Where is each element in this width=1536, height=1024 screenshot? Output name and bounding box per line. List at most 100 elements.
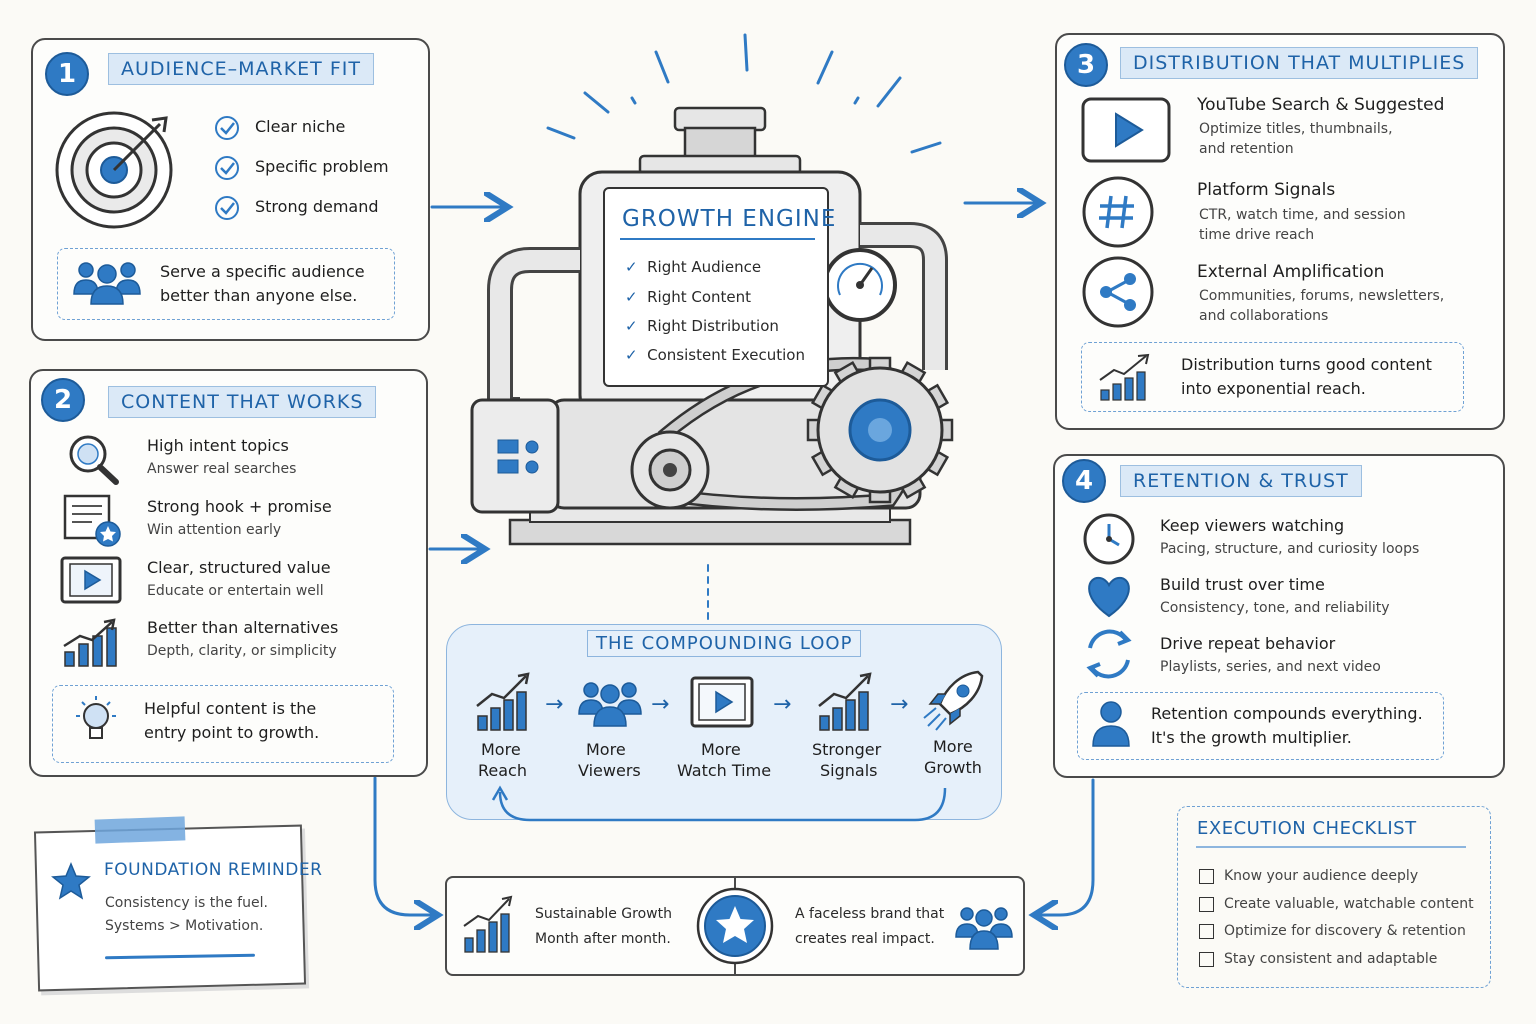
banner-left-line2: Month after month. [535,931,671,947]
retention-item-sub: Pacing, structure, and curiosity loops [1160,541,1420,557]
panel1-note-line2: better than anyone else. [160,286,358,305]
checkbox[interactable] [1199,869,1214,884]
panel4-title: RETENTION & TRUST [1120,465,1362,497]
content-item-sub: Depth, clarity, or simplicity [147,643,337,659]
growth-chart-icon [463,895,513,953]
panel-retention-trust [1053,454,1505,778]
step-number-1: 1 [45,52,89,96]
engine-title: GROWTH ENGINE [622,206,837,232]
step-number-3: 3 [1064,43,1108,87]
content-item-title: Clear, structured value [147,558,331,577]
retention-item-sub: Consistency, tone, and reliability [1160,600,1390,616]
loop-step-l1: Stronger [812,740,882,759]
panel1-title: AUDIENCE–MARKET FIT [108,53,374,85]
check-circle-icon [215,116,239,140]
step-number-2: 2 [41,378,85,422]
banner-right-line1: A faceless brand that [795,906,945,922]
panel2-title: CONTENT THAT WORKS [108,386,377,418]
retention-item-title: Build trust over time [1160,575,1325,594]
arrow-right-icon: → [773,692,792,717]
growth-chart-icon [476,672,530,731]
banner-left-line1: Sustainable Growth [535,906,672,922]
distribution-item-sub: and collaborations [1199,308,1329,324]
engine-check-3: ✓ Right Distribution [625,317,779,335]
refresh-icon [1086,629,1132,679]
engine-check-2: ✓ Right Content [625,288,752,306]
people-group-icon [578,682,642,727]
reminder-title: FOUNDATION REMINDER [104,860,323,880]
panel4-note [1077,692,1444,760]
play-screen-icon [690,676,754,728]
check-item: Specific problem [255,157,389,176]
tape-strip [94,816,186,844]
panel1-note [57,248,395,320]
loop-step-l1: More [933,737,973,756]
star-icon [51,862,91,900]
checklist-title-underline [1196,846,1466,848]
reminder-line2: Systems > Motivation. [105,918,264,934]
distribution-item-sub: CTR, watch time, and session [1199,207,1406,223]
checklist-item: Stay consistent and adaptable [1224,951,1438,967]
rocket-icon [923,670,984,731]
step-number-4: 4 [1062,459,1106,503]
engine-check-label: Right Distribution [647,317,779,335]
loop-step-l2: Viewers [578,761,641,780]
engine-check-label: Right Content [647,288,752,306]
lightbulb-icon [76,696,116,739]
engine-title-underline [620,238,815,240]
arrow-right-icon: → [890,692,909,717]
panel4-note-line1: Retention compounds everything. [1151,704,1423,723]
panel3-note-line2: into exponential reach. [1181,379,1366,398]
checkbox[interactable] [1199,897,1214,912]
star-badge-icon [696,887,774,965]
content-item-title: Better than alternatives [147,618,339,637]
engine-check-4: ✓ Consistent Execution [625,346,805,364]
panel3-note [1081,342,1464,412]
checkbox[interactable] [1199,952,1214,967]
loop-step-l2: Reach [478,761,527,780]
loop-step-l1: More [701,740,741,759]
distribution-item-title: Platform Signals [1197,180,1336,200]
checklist-item: Know your audience deeply [1224,868,1419,884]
distribution-item-title: YouTube Search & Suggested [1197,95,1445,115]
panel2-note [52,685,394,763]
people-group-icon [955,907,1013,950]
engine-check-label: Consistent Execution [647,346,805,364]
video-frame-icon [60,556,122,604]
check-item: Clear niche [255,117,346,136]
loop-return-arrow [491,785,947,822]
loop-step-l2: Watch Time [677,761,772,780]
panel3-title: DISTRIBUTION THAT MULTIPLIES [1120,47,1479,79]
engine-sign [603,187,829,387]
retention-item-title: Keep viewers watching [1160,516,1345,535]
engine-check-label: Right Audience [647,258,762,276]
distribution-item-sub: Communities, forums, newsletters, [1199,288,1445,304]
arrow-right-icon: → [651,692,670,717]
loop-step-l2: Growth [924,758,982,777]
document-star-icon [63,494,121,547]
content-item-sub: Win attention early [147,522,282,538]
person-icon [1092,701,1130,747]
distribution-item-title: External Amplification [1197,262,1385,282]
check-circle-icon [215,196,239,220]
banner-right-line2: creates real impact. [795,931,935,947]
retention-item-title: Drive repeat behavior [1160,634,1336,653]
panel4-note-line2: It's the growth multiplier. [1151,728,1352,747]
distribution-item-sub: and retention [1199,141,1294,157]
checkbox[interactable] [1199,924,1214,939]
panel1-note-line1: Serve a specific audience [160,262,365,281]
loop-step-l1: More [481,740,521,759]
check-circle-icon [215,156,239,180]
clock-icon [1083,513,1135,565]
target-icon [55,111,173,229]
check-item: Strong demand [255,197,379,216]
arrow-right-icon: → [545,692,564,717]
bar-chart-icon [63,618,117,667]
content-item-sub: Educate or entertain well [147,583,324,599]
hashtag-icon [1082,176,1154,248]
signal-chart-icon [818,672,872,731]
loop-step-l2: Signals [820,761,878,780]
distribution-item-sub: time drive reach [1199,227,1315,243]
checklist-item: Optimize for discovery & retention [1224,923,1466,939]
